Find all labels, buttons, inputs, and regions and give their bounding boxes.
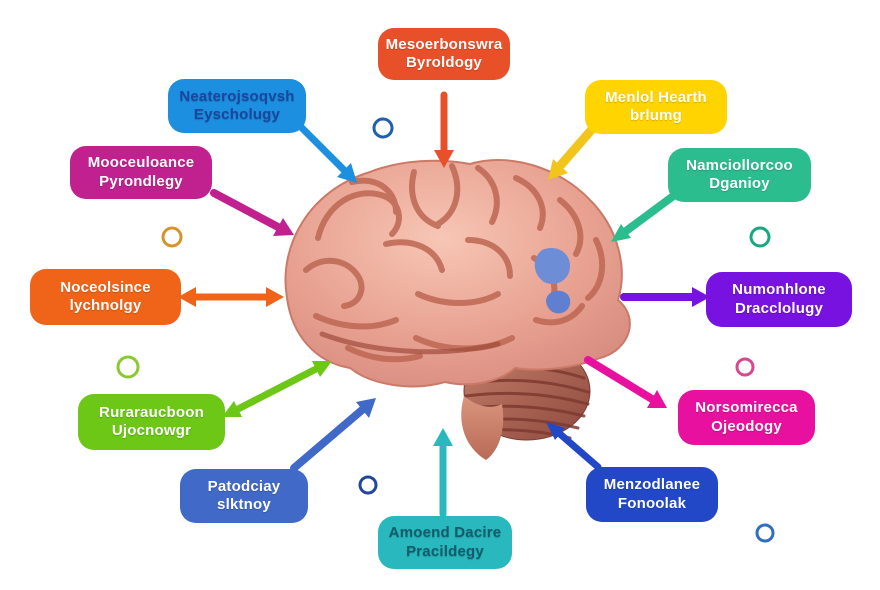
diagram-label-bottom-left: Patodciay slktnoy: [180, 469, 308, 523]
arrow-right-middle-icon: [620, 287, 710, 307]
arrow-bottom-right-icon: [546, 422, 602, 471]
label-line2: Ojeodogy: [711, 417, 782, 435]
label-line2: Dganioy: [709, 175, 770, 192]
label-line2: Byroldogy: [406, 54, 482, 71]
arrow-bottom-left-icon: [290, 398, 376, 472]
diagram-label-bottom-right: Menzodlanee Fonoolak: [586, 467, 718, 522]
brain-stem: [461, 396, 504, 460]
diagram-label-left-lower: Ruraraucboon Ujocnowgr: [78, 394, 225, 450]
diagram-label-right-lower: Norsomirecca Ojeodogy: [678, 390, 815, 445]
arrow-left-middle-double-icon: [178, 287, 284, 307]
label-line2: lychnolgy: [69, 297, 142, 314]
label-line1: Patodciay: [207, 477, 281, 495]
label-line1: Namciollorcoo: [686, 156, 793, 174]
diagram-label-top-left: Neaterojsoqvsh Eyscholugy: [168, 79, 306, 133]
brain-image: [284, 159, 631, 460]
decorative-circle-icon: [161, 226, 183, 248]
decorative-circle-icon: [735, 357, 755, 377]
label-line2: slktnoy: [217, 496, 271, 513]
label-line2: Pyrondlegy: [99, 172, 183, 190]
decorative-circle-icon: [116, 355, 140, 379]
decorative-circle-icon: [358, 475, 378, 495]
label-line2: Eyscholugy: [193, 106, 281, 123]
diagram-label-bottom-center: Amoend Dacire Pracildegy: [378, 516, 512, 569]
diagram-label-top-right: Menlol Hearth brlumg: [585, 80, 727, 134]
label-line2: Ujocnowgr: [111, 422, 192, 439]
label-line1: Noceolsince: [60, 278, 151, 296]
arrow-right-lower-icon: [584, 356, 667, 408]
label-line1: Mooceuloance: [87, 154, 195, 172]
label-line1: Ruraraucboon: [99, 403, 204, 421]
label-line1: Amoend Dacire: [388, 524, 502, 542]
label-line1: Neaterojsoqvsh: [179, 87, 295, 105]
decorative-circle-icon: [749, 226, 771, 248]
arrow-right-upper-icon: [611, 190, 680, 242]
label-line1: Numonhlone: [732, 281, 826, 299]
label-line2: brlumg: [629, 107, 683, 124]
label-line1: Menlol Hearth: [605, 88, 707, 106]
decorative-circle-icon: [372, 117, 394, 139]
label-line2: Dracclolugy: [734, 299, 824, 317]
diagram-label-left-middle: Noceolsince lychnolgy: [30, 269, 181, 325]
diagram-label-top-center: Mesoerbonswra Byroldogy: [378, 28, 510, 80]
label-line2: Fonoolak: [617, 494, 687, 512]
diagram-label-left-upper: Mooceuloance Pyrondlegy: [70, 146, 212, 199]
lateral-fissure: [319, 331, 501, 355]
arrow-top-center-icon: [434, 91, 454, 168]
diagram-label-right-upper: Namciollorcoo Dganioy: [668, 148, 811, 202]
label-line1: Menzodlanee: [603, 476, 701, 494]
blue-brain-patch: [534, 247, 571, 314]
label-line2: Pracildegy: [406, 542, 484, 560]
diagram-label-right-middle: Numonhlone Dracclolugy: [706, 272, 852, 327]
arrow-top-left-icon: [294, 120, 357, 183]
arrow-bottom-center-icon: [433, 428, 453, 518]
decorative-circle-icon: [755, 523, 775, 543]
arrow-left-upper-icon: [210, 189, 294, 236]
label-line1: Mesoerbonswra: [385, 35, 503, 53]
label-line1: Norsomirecca: [695, 399, 798, 417]
arrow-left-lower-double-icon: [222, 361, 332, 417]
